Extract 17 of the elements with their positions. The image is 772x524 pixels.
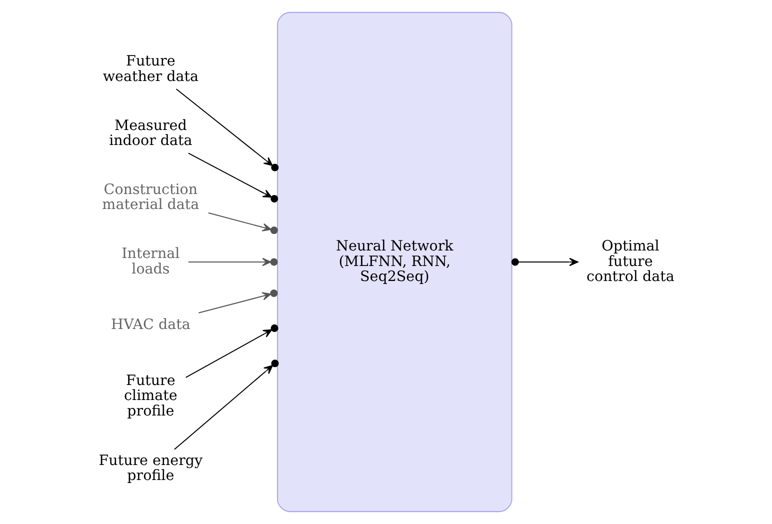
arrow: [198, 289, 278, 314]
node-text: Future energy profile: [98, 452, 202, 484]
node-text: Construction material data: [102, 182, 199, 214]
arrow: [510, 258, 578, 266]
arrow: [174, 360, 278, 450]
arrow: [185, 324, 278, 378]
arrow: [175, 88, 278, 172]
node-text: Future weather data: [102, 54, 198, 85]
arrow: [188, 258, 278, 266]
node-text: Measured indoor data: [108, 118, 192, 150]
node-text: Optimal future control data: [586, 238, 674, 286]
node-box: Neural Network (MLFNN, RNN, Seq2Seq): [276, 12, 512, 512]
arrow: [208, 212, 278, 234]
node-text: HVAC data: [110, 316, 190, 333]
node-text: Internal loads: [121, 246, 180, 278]
node-text: Future climate profile: [124, 372, 177, 420]
arrow: [188, 152, 278, 202]
